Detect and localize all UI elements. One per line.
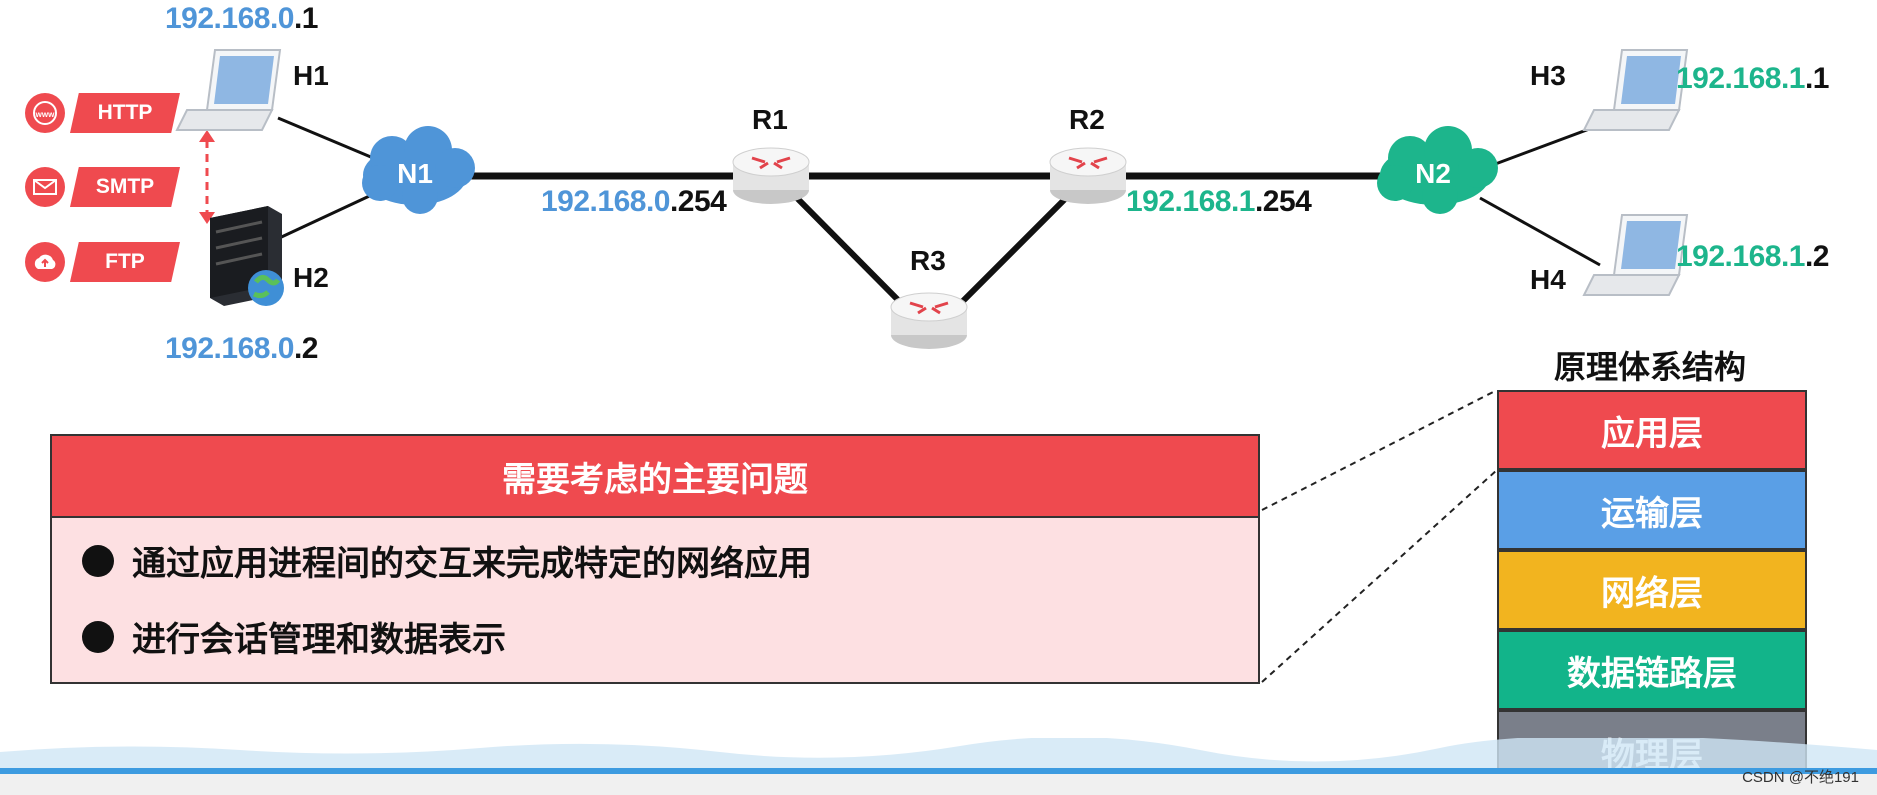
laptop-h1-icon — [177, 50, 280, 130]
ip-h2-net: 192.168.0 — [165, 332, 294, 365]
ip-r1-host: .254 — [670, 185, 726, 218]
ip-r1-gateway: 192.168.0.254 — [541, 185, 726, 219]
router-r2-icon — [1050, 148, 1126, 204]
ip-h3-host: .1 — [1805, 62, 1829, 95]
link-h2-n1 — [275, 192, 378, 240]
ip-h3-net: 192.168.1 — [1676, 62, 1805, 95]
watermark: CSDN @不绝191 — [1742, 766, 1859, 787]
protocol-tag-ftp: FTP — [70, 242, 180, 282]
protocol-label-smtp: SMTP — [96, 175, 154, 199]
ip-r1-net: 192.168.0 — [541, 185, 670, 218]
ip-r2-gateway: 192.168.1.254 — [1126, 185, 1311, 219]
ip-h1-host: .1 — [294, 2, 318, 35]
host-label-h4: H4 — [1530, 264, 1566, 296]
mail-icon — [25, 167, 65, 207]
router-label-r2: R2 — [1069, 104, 1105, 136]
ip-h4-host: .2 — [1805, 240, 1829, 273]
ip-h1-net: 192.168.0 — [165, 2, 294, 35]
link-n2-h4 — [1480, 198, 1600, 265]
router-label-r1: R1 — [752, 104, 788, 136]
bullet-icon — [82, 545, 114, 577]
layer-datalink: 数据链路层 — [1497, 630, 1807, 710]
ip-h4: 192.168.1.2 — [1676, 240, 1829, 274]
dashed-exchange-arrow — [199, 130, 215, 224]
issue-item-1-text: 通过应用进程间的交互来完成特定的网络应用 — [132, 536, 812, 585]
link-r2-r3 — [962, 196, 1068, 302]
link-h1-n1 — [278, 118, 378, 160]
link-r1-r3 — [795, 196, 900, 302]
issues-title: 需要考虑的主要问题 — [52, 436, 1258, 518]
layer-application: 应用层 — [1497, 390, 1807, 470]
ip-h1: 192.168.0.1 — [165, 2, 318, 36]
host-label-h2: H2 — [293, 262, 329, 294]
www-globe-icon: www — [25, 93, 65, 133]
svg-text:www: www — [35, 110, 55, 119]
issue-item-1: 通过应用进程间的交互来完成特定的网络应用 — [82, 536, 812, 585]
ip-h2: 192.168.0.2 — [165, 332, 318, 366]
router-r3-icon — [891, 293, 967, 349]
router-r1-icon — [733, 148, 809, 204]
ip-h2-host: .2 — [294, 332, 318, 365]
ip-h4-net: 192.168.1 — [1676, 240, 1805, 273]
bottom-wave-decoration — [0, 738, 1877, 795]
ip-h3: 192.168.1.1 — [1676, 62, 1829, 96]
protocol-tag-http: HTTP — [70, 93, 180, 133]
ip-r2-net: 192.168.1 — [1126, 185, 1255, 218]
issue-item-2: 进行会话管理和数据表示 — [82, 612, 506, 661]
laptop-h3-icon — [1584, 50, 1687, 130]
layer-network: 网络层 — [1497, 550, 1807, 630]
architecture-title: 原理体系结构 — [1500, 342, 1800, 388]
cloud-label-n1: N1 — [375, 158, 455, 190]
host-label-h3: H3 — [1530, 60, 1566, 92]
cloud-label-n2: N2 — [1393, 158, 1473, 190]
connector-dashes — [1262, 390, 1497, 682]
ip-r2-host: .254 — [1255, 185, 1311, 218]
server-h2-icon — [210, 206, 284, 306]
bullet-icon — [82, 621, 114, 653]
cloud-upload-icon — [25, 242, 65, 282]
issues-panel: 需要考虑的主要问题 通过应用进程间的交互来完成特定的网络应用 进行会话管理和数据… — [50, 434, 1260, 684]
router-label-r3: R3 — [910, 245, 946, 277]
issue-item-2-text: 进行会话管理和数据表示 — [132, 612, 506, 661]
protocol-label-http: HTTP — [98, 101, 153, 125]
protocol-tag-smtp: SMTP — [70, 167, 180, 207]
laptop-h4-icon — [1584, 215, 1687, 295]
host-label-h1: H1 — [293, 60, 329, 92]
layer-transport: 运输层 — [1497, 470, 1807, 550]
link-n2-h3 — [1490, 125, 1600, 166]
protocol-label-ftp: FTP — [105, 250, 145, 274]
